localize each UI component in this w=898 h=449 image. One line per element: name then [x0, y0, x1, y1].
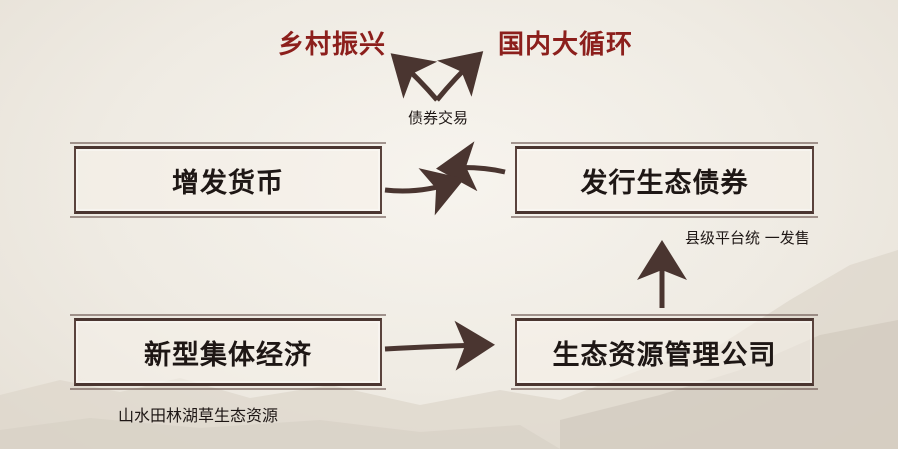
box-eco-resource-company-text: 生态资源管理公司	[552, 339, 777, 371]
box-new-collective-economy: 新型集体经济	[70, 314, 386, 390]
arrow-collective-to-company	[384, 320, 495, 371]
box-increase-money-text: 增发货币	[172, 167, 284, 199]
label-bond-trading: 债券交易	[408, 109, 469, 127]
arrow-to-rural-revitalization	[390, 53, 439, 102]
arrow-money-to-bonds	[384, 168, 465, 216]
box-issue-eco-bonds-text: 发行生态债券	[580, 167, 749, 199]
arrow-to-domestic-circulation	[435, 51, 484, 102]
label-domestic-circulation: 国内大循环	[498, 30, 634, 60]
arrow-bonds-to-money	[436, 141, 506, 192]
label-county-platform: 县级平台统 一发售	[685, 229, 810, 247]
box-new-collective-economy-text: 新型集体经济	[144, 339, 312, 371]
box-increase-money: 增发货币	[70, 142, 386, 218]
box-eco-resource-company: 生态资源管理公司	[511, 314, 818, 390]
label-rural-revitalization: 乡村振兴	[278, 30, 387, 60]
label-eco-resources: 山水田林湖草生态资源	[118, 406, 279, 425]
box-issue-eco-bonds: 发行生态债券	[511, 142, 818, 218]
